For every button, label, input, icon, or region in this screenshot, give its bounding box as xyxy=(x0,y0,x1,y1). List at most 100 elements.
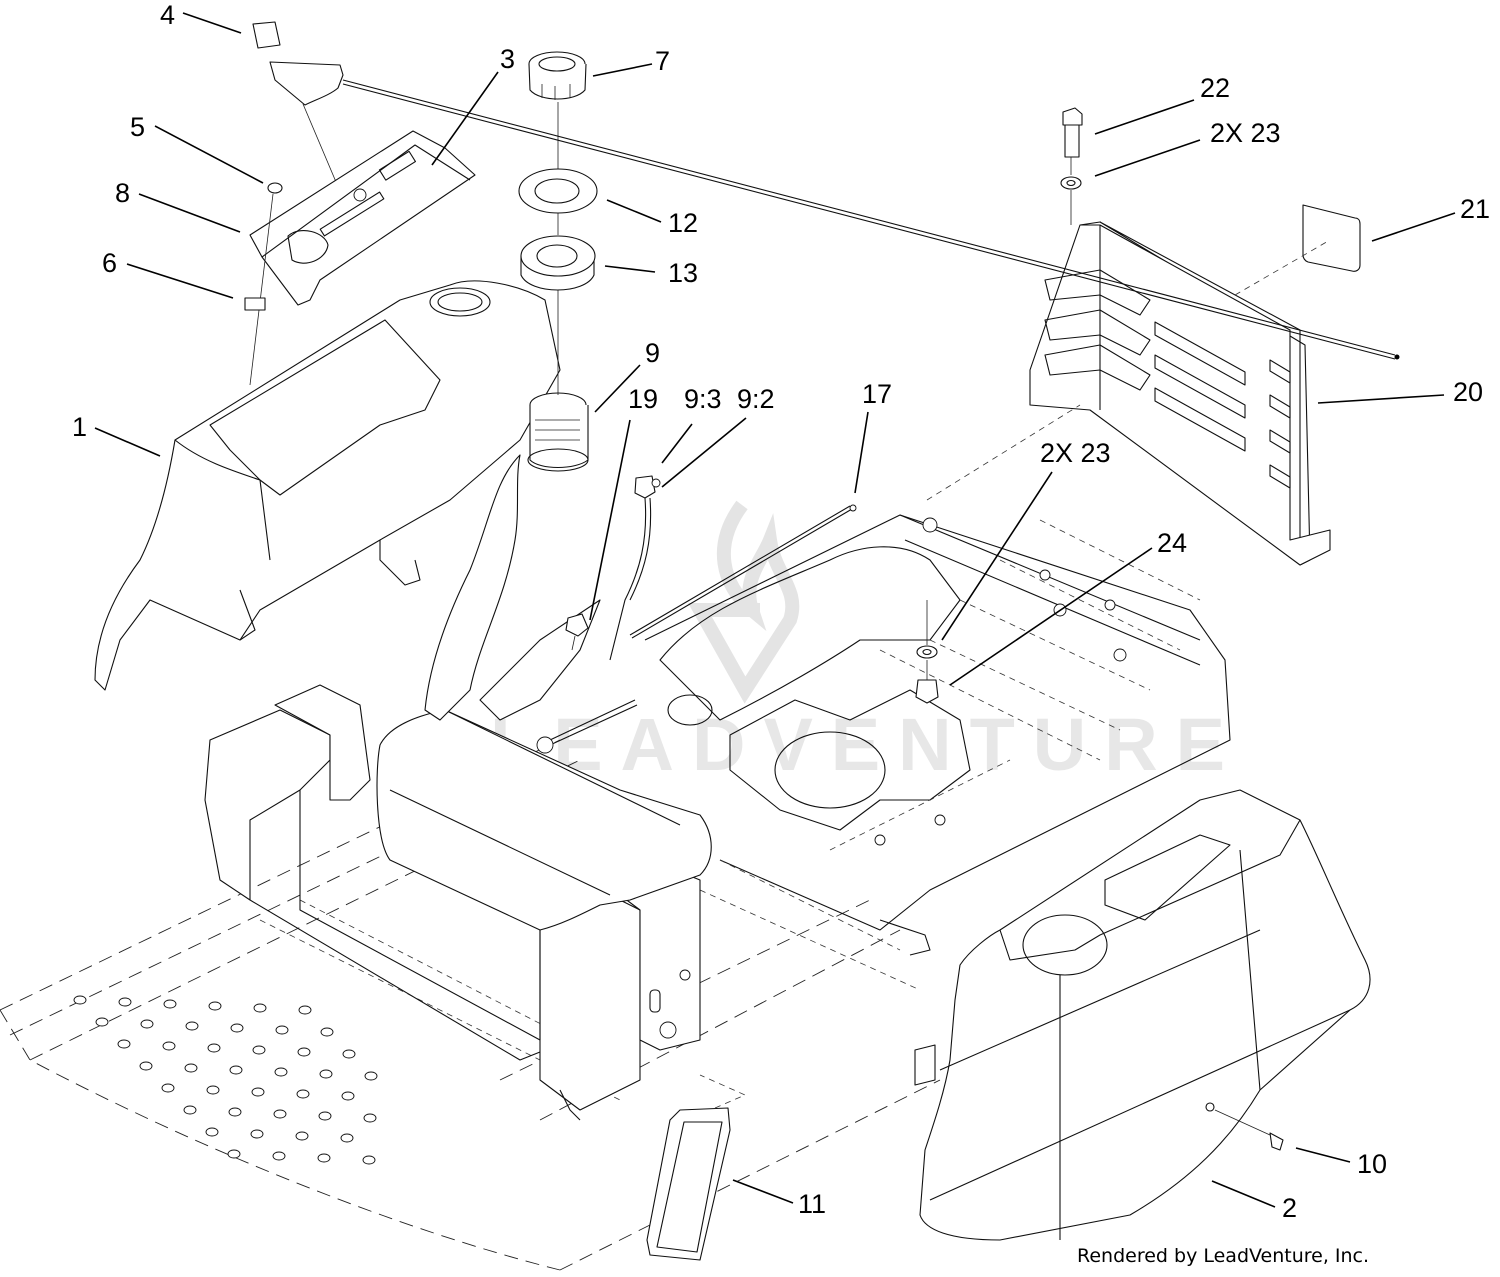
callout-22: 22 xyxy=(1200,73,1230,103)
callout-17: 17 xyxy=(862,379,892,409)
tread-bump xyxy=(253,1003,267,1013)
part-13-grommet xyxy=(520,235,596,291)
tread-bump xyxy=(139,1061,153,1071)
part-5-screw xyxy=(249,182,283,386)
tread-bump xyxy=(206,1085,220,1095)
callout-21: 21 xyxy=(1460,194,1490,224)
part-2-right-fender xyxy=(914,789,1371,1241)
tread-bump xyxy=(140,1019,154,1029)
tread-bump xyxy=(297,1047,311,1057)
tread-bump xyxy=(95,1017,109,1027)
callout-11: 11 xyxy=(798,1189,826,1219)
tread-bump xyxy=(317,1153,331,1163)
callout-23-top: 2X 23 xyxy=(1210,118,1281,148)
tread-bump xyxy=(362,1155,376,1165)
flame-logo-icon xyxy=(688,500,800,704)
callout-2: 2 xyxy=(1282,1193,1297,1223)
chassis-frame xyxy=(644,514,1231,991)
tread-bump xyxy=(275,1025,289,1035)
tread-bump xyxy=(228,1107,242,1117)
vent-slot xyxy=(1154,387,1246,452)
part-9-3-fitting xyxy=(609,475,661,661)
tread-bump xyxy=(319,1069,333,1079)
callout-10: 10 xyxy=(1357,1149,1387,1179)
callout-7: 7 xyxy=(655,46,670,76)
vent-slot xyxy=(1269,464,1291,489)
callout-labels: 4 3 5 8 6 7 12 13 1 9 19 9:3 9:2 17 22 2… xyxy=(72,0,1490,1223)
callout-19: 19 xyxy=(628,384,658,414)
tread-bump xyxy=(73,995,87,1005)
part-6-speed-nut xyxy=(244,297,266,311)
tread-bump xyxy=(272,1151,286,1161)
part-11-step-pad xyxy=(646,1107,731,1261)
callout-23-lower: 2X 23 xyxy=(1040,438,1111,468)
tread-bump xyxy=(185,1021,199,1031)
part-10-screw xyxy=(1205,1102,1284,1151)
tread-bump xyxy=(118,997,132,1007)
seat-bracket-right xyxy=(539,859,701,1121)
decal-alignment-line xyxy=(1234,239,1331,296)
callout-9: 9 xyxy=(645,338,660,368)
part-24-lock-nut xyxy=(915,679,939,704)
callout-1: 1 xyxy=(72,412,87,442)
tread-bump xyxy=(230,1023,244,1033)
tread-bump xyxy=(163,999,177,1009)
vent-slot xyxy=(1269,359,1291,384)
callout-4: 4 xyxy=(160,0,175,30)
tread-bump xyxy=(342,1049,356,1059)
part-8-control-panel xyxy=(249,130,476,306)
tread-bump xyxy=(341,1091,355,1101)
tread-bump xyxy=(117,1039,131,1049)
guard-slots xyxy=(1044,269,1291,489)
callout-9-3: 9:3 xyxy=(684,384,722,414)
tread-bump xyxy=(318,1111,332,1121)
tread-bump xyxy=(250,1129,264,1139)
callout-9-2: 9:2 xyxy=(737,384,775,414)
part-1-left-fender-console xyxy=(94,280,561,691)
watermark: LEADVENTURE xyxy=(490,500,1225,786)
seat-base xyxy=(299,709,712,1041)
tread-bump xyxy=(229,1065,243,1075)
tread-bump xyxy=(205,1127,219,1137)
tread-bump xyxy=(273,1109,287,1119)
tread-bump xyxy=(320,1027,334,1037)
callout-8: 8 xyxy=(115,178,130,208)
part-21-decal xyxy=(1302,204,1361,272)
part-4-throttle-control xyxy=(252,21,1400,360)
part-22-bolt xyxy=(1062,107,1083,158)
callout-13: 13 xyxy=(668,258,698,288)
leader-lines xyxy=(94,12,1456,1208)
callout-20: 20 xyxy=(1453,377,1483,407)
vent-slot xyxy=(1044,344,1151,391)
vent-slot xyxy=(1154,321,1246,386)
vent-slot xyxy=(1044,309,1151,356)
callout-3: 3 xyxy=(500,44,515,74)
credit-text: Rendered by LeadVenture, Inc. xyxy=(1077,1245,1369,1267)
tread-bump xyxy=(363,1113,377,1123)
part-17-cable-tie xyxy=(629,504,857,639)
tread-bump xyxy=(295,1131,309,1141)
part-23-washer-lower xyxy=(916,645,938,659)
part-20-rear-guard xyxy=(1029,221,1331,566)
tread-bump xyxy=(208,1001,222,1011)
tread-bump xyxy=(274,1067,288,1077)
vent-slot xyxy=(1154,354,1246,419)
part-7-fuel-cap xyxy=(528,51,587,100)
tread-bump xyxy=(227,1149,241,1159)
tread-bump xyxy=(161,1083,175,1093)
floor-tread-bumps xyxy=(73,995,378,1165)
tread-bump xyxy=(184,1063,198,1073)
tread-bump xyxy=(296,1089,310,1099)
part-12-washer xyxy=(518,168,598,214)
tread-bump xyxy=(162,1041,176,1051)
part-23-washer-top xyxy=(1060,176,1082,190)
callout-5: 5 xyxy=(130,112,145,142)
tread-bump xyxy=(183,1105,197,1115)
vent-slot xyxy=(1269,394,1291,419)
vent-slot xyxy=(1044,269,1151,316)
callout-24: 24 xyxy=(1157,528,1187,558)
tread-bump xyxy=(340,1133,354,1143)
tread-bump xyxy=(364,1071,378,1081)
tread-bump xyxy=(251,1087,265,1097)
tread-bump xyxy=(252,1045,266,1055)
